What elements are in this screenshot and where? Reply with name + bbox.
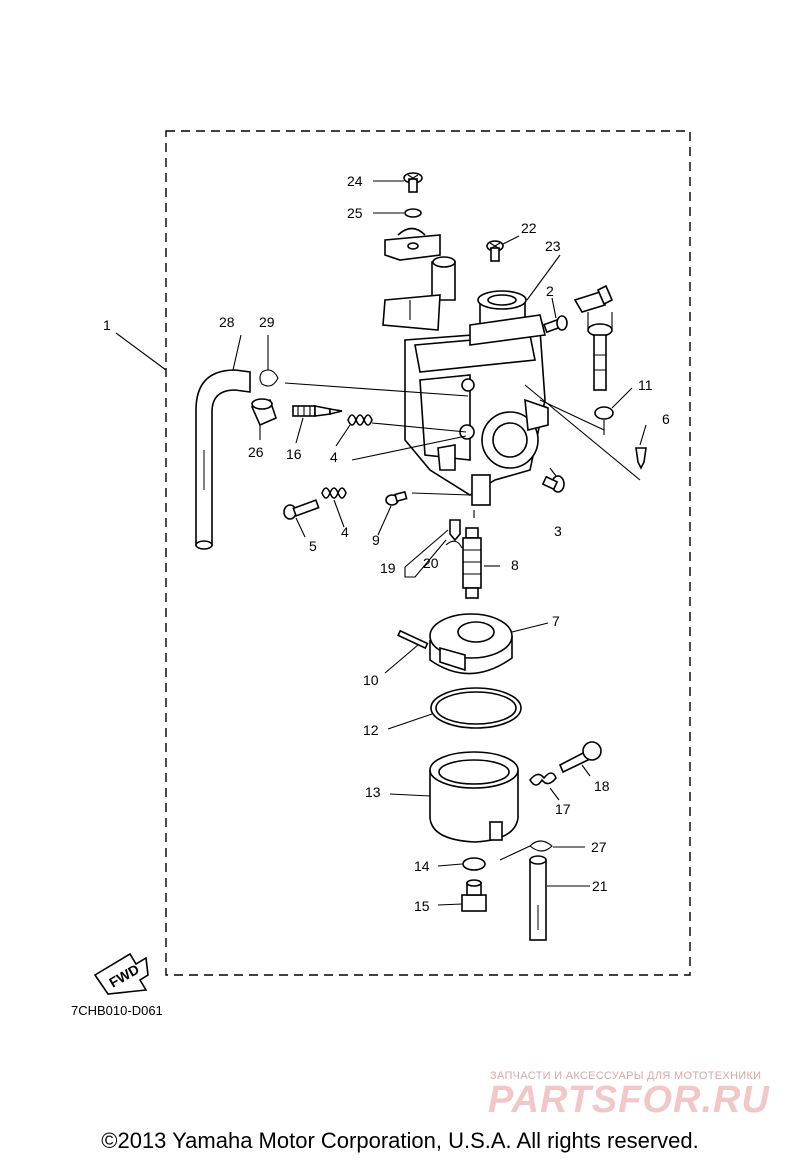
part-6-needle — [635, 447, 647, 470]
part-17-spring — [529, 772, 557, 786]
part-4-spring-lower — [321, 487, 347, 499]
callout-7: 7 — [552, 613, 560, 629]
part-12-gasket — [430, 687, 522, 729]
part-16-needle-jet — [292, 405, 343, 417]
callout-25: 25 — [347, 205, 363, 221]
callout-12: 12 — [363, 722, 379, 738]
callout-28: 28 — [219, 314, 235, 330]
callout-16: 16 — [286, 446, 302, 462]
part-3-screw — [541, 475, 565, 493]
callout-6: 6 — [662, 411, 670, 427]
callout-5: 5 — [309, 538, 317, 554]
callout-17: 17 — [555, 801, 571, 817]
part-8-emulsion-tube — [462, 527, 482, 599]
callout-1: 1 — [103, 317, 111, 333]
callout-18: 18 — [594, 778, 610, 794]
part-5-pilot-screw — [283, 499, 320, 520]
watermark-subtitle: ЗАПЧАСТИ И АКСЕССУАРЫ ДЛЯ МОТОТЕХНИКИ — [490, 1070, 762, 1082]
callout-22: 22 — [521, 220, 537, 236]
part-15-drain-bolt — [461, 879, 487, 912]
part-27-clip — [529, 840, 553, 852]
callout-numbers: 1 2 3 4 4 5 6 7 8 9 10 11 12 13 14 15 16… — [103, 173, 670, 914]
callout-3: 3 — [554, 523, 562, 539]
callout-20: 20 — [423, 555, 439, 571]
part-7-float — [429, 613, 513, 675]
throttle-screw-assembly — [573, 284, 614, 391]
part-11-oring — [594, 406, 614, 420]
cable-clamp-bracket — [384, 227, 441, 261]
part-9-screw — [385, 490, 408, 506]
diagram-code: 7CHB010-D061 — [71, 1003, 163, 1018]
callout-19: 19 — [380, 560, 396, 576]
part-22-screw — [486, 240, 504, 262]
callout-9: 9 — [372, 532, 380, 548]
part-19-main-jet — [445, 519, 463, 549]
callout-10: 10 — [363, 672, 379, 688]
callout-4-lower: 4 — [341, 524, 349, 540]
part-4-spring-upper — [347, 414, 373, 426]
callout-8: 8 — [511, 557, 519, 573]
copyright-notice: ©2013 Yamaha Motor Corporation, U.S.A. A… — [101, 1128, 699, 1153]
part-26-jet — [250, 398, 277, 427]
callout-29: 29 — [259, 314, 275, 330]
callout-27: 27 — [591, 839, 607, 855]
part-14-washer — [462, 857, 486, 871]
callout-24: 24 — [347, 173, 363, 189]
part-2-screw — [543, 315, 568, 334]
part-13-float-chamber — [429, 751, 519, 843]
callout-15: 15 — [414, 898, 430, 914]
part-10-float-pin — [397, 629, 429, 650]
part-21-drain-hose — [529, 855, 547, 941]
callout-26: 26 — [248, 444, 264, 460]
callout-23: 23 — [545, 238, 561, 254]
part-29-clip — [259, 369, 279, 387]
callout-2: 2 — [546, 283, 554, 299]
part-25-washer — [404, 208, 422, 218]
callout-11: 11 — [638, 377, 653, 393]
watermark-brand: PARTSFOR.RU — [488, 1079, 770, 1121]
assembly-frame — [165, 130, 691, 976]
callout-21: 21 — [592, 878, 608, 894]
part-24-screw — [403, 172, 423, 193]
fwd-arrow: FWD — [93, 952, 149, 995]
callout-13: 13 — [365, 784, 381, 800]
callout-4-upper: 4 — [330, 449, 338, 465]
part-18-drain-screw — [558, 741, 602, 774]
callout-14: 14 — [414, 858, 430, 874]
part-28-vent-hose — [195, 369, 251, 550]
carburetor-body — [382, 256, 549, 506]
leader-lines — [115, 180, 647, 906]
